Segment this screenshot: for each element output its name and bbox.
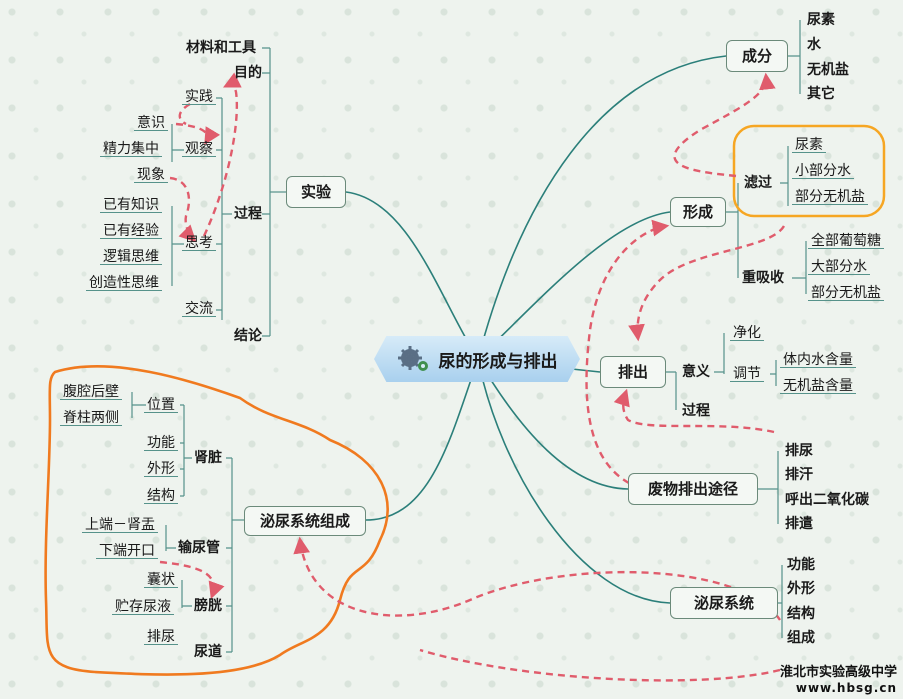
urinary-item-3: 组成 [787, 630, 815, 646]
component-item-0: 尿素 [807, 12, 835, 28]
experiment-node[interactable]: 实验 [286, 176, 346, 208]
filter-label: 滤过 [744, 175, 772, 191]
excretion-process-label: 过程 [682, 403, 710, 419]
ureter-label: 输尿管 [178, 540, 220, 556]
branch-experiment [345, 191, 479, 360]
gears-icon [397, 346, 428, 371]
abdominal-back-label: 腹腔后壁 [60, 385, 122, 400]
regulate-label: 调节 [730, 367, 764, 382]
sac-label: 囊状 [144, 573, 178, 588]
reabsorb-label: 重吸收 [742, 270, 784, 286]
bladder-label: 膀胱 [194, 598, 222, 614]
root-node[interactable]: 尿的形成与排出 [374, 336, 580, 382]
filter-item-0: 尿素 [792, 138, 826, 153]
phenomenon-label: 现象 [134, 168, 168, 183]
upper-end-label: 上端－肾盂 [82, 518, 158, 533]
filter-item-2: 部分无机盐 [792, 190, 868, 205]
main-branches [345, 55, 727, 604]
reabsorb-item-0: 全部葡萄糖 [808, 234, 884, 249]
kidney-function-label: 功能 [144, 436, 178, 451]
arrow-filter-to-component [673, 72, 776, 178]
purify-label: 净化 [730, 326, 764, 341]
urinary-system-node[interactable]: 泌尿系统 [670, 587, 778, 619]
reabsorb-item-1: 大部分水 [808, 260, 870, 275]
watermark-url: www.hbsg.cn [795, 680, 897, 695]
known-experience-label: 已有经验 [100, 224, 162, 239]
logic-label: 逻辑思维 [100, 250, 162, 265]
body-water-label: 体内水含量 [780, 353, 856, 368]
excretion-node[interactable]: 排出 [600, 356, 666, 388]
waste-item-3: 排遣 [785, 516, 813, 532]
communicate-label: 交流 [182, 302, 216, 317]
component-node[interactable]: 成分 [726, 40, 788, 72]
dashed-arrows [159, 72, 786, 682]
sub-branches [131, 20, 807, 653]
branch-component [477, 55, 727, 360]
watermark-school: 淮北市实验高级中学 [779, 665, 897, 681]
arrow-consciousness-to-observe [175, 122, 221, 145]
observe-label: 观察 [182, 142, 216, 157]
focus-label: 精力集中 [100, 142, 162, 157]
arrow-reabsorb-to-excretion [628, 225, 786, 342]
urinary-item-1: 外形 [787, 581, 815, 597]
component-item-2: 无机盐 [807, 62, 849, 78]
root-title: 尿的形成与排出 [438, 351, 558, 372]
watermark: 淮北市实验高级中学 www.hbsg.cn [780, 665, 897, 695]
arrow-practice-to-consciousness [178, 102, 191, 126]
filter-highlight [732, 124, 886, 218]
process-label: 过程 [234, 206, 262, 222]
urinary-item-2: 结构 [787, 606, 815, 622]
waste-item-2: 呼出二氧化碳 [785, 492, 869, 508]
urinary-item-0: 功能 [787, 557, 815, 573]
urethra-label: 尿道 [194, 644, 222, 660]
filter-item-1: 小部分水 [792, 164, 854, 179]
position-label: 位置 [144, 398, 178, 413]
lower-end-label: 下端开口 [96, 544, 158, 559]
purpose-label: 目的 [234, 65, 262, 81]
consciousness-label: 意识 [134, 116, 168, 131]
branch-composition [365, 358, 479, 521]
materials-label: 材料和工具 [186, 40, 256, 56]
kidney-label: 肾脏 [194, 450, 222, 466]
arrow-process-to-excretion [613, 388, 775, 434]
creative-label: 创造性思维 [86, 276, 162, 291]
conclusion-label: 结论 [234, 328, 262, 344]
arrow-think-to-practice [202, 72, 242, 237]
composition-node[interactable]: 泌尿系统组成 [244, 506, 366, 536]
branch-waste [477, 358, 629, 490]
waste-item-0: 排尿 [785, 443, 813, 459]
known-knowledge-label: 已有知识 [100, 198, 162, 213]
arrow-phenomenon-to-think [169, 176, 197, 243]
discharge-label: 排尿 [144, 630, 178, 645]
kidney-structure-label: 结构 [144, 489, 178, 504]
reabsorb-item-2: 部分无机盐 [808, 286, 884, 301]
spine-sides-label: 脊柱两侧 [60, 411, 122, 426]
formation-node[interactable]: 形成 [670, 197, 726, 227]
practice-label: 实践 [182, 90, 216, 105]
component-item-1: 水 [807, 37, 821, 53]
arrow-lower-to-bladder [159, 560, 225, 600]
think-label: 思考 [182, 236, 216, 251]
composition-cloud [44, 365, 389, 676]
meaning-label: 意义 [682, 364, 710, 380]
kidney-shape-label: 外形 [144, 462, 178, 477]
waste-item-1: 排汗 [785, 467, 813, 483]
waste-node[interactable]: 废物排出途径 [628, 473, 758, 505]
branch-urinary [477, 358, 671, 604]
salt-content-label: 无机盐含量 [780, 379, 856, 394]
arrow-urinary-to-composition [293, 536, 781, 621]
component-item-3: 其它 [807, 86, 835, 102]
store-label: 贮存尿液 [112, 600, 174, 615]
arrow-composition-return [419, 648, 781, 682]
